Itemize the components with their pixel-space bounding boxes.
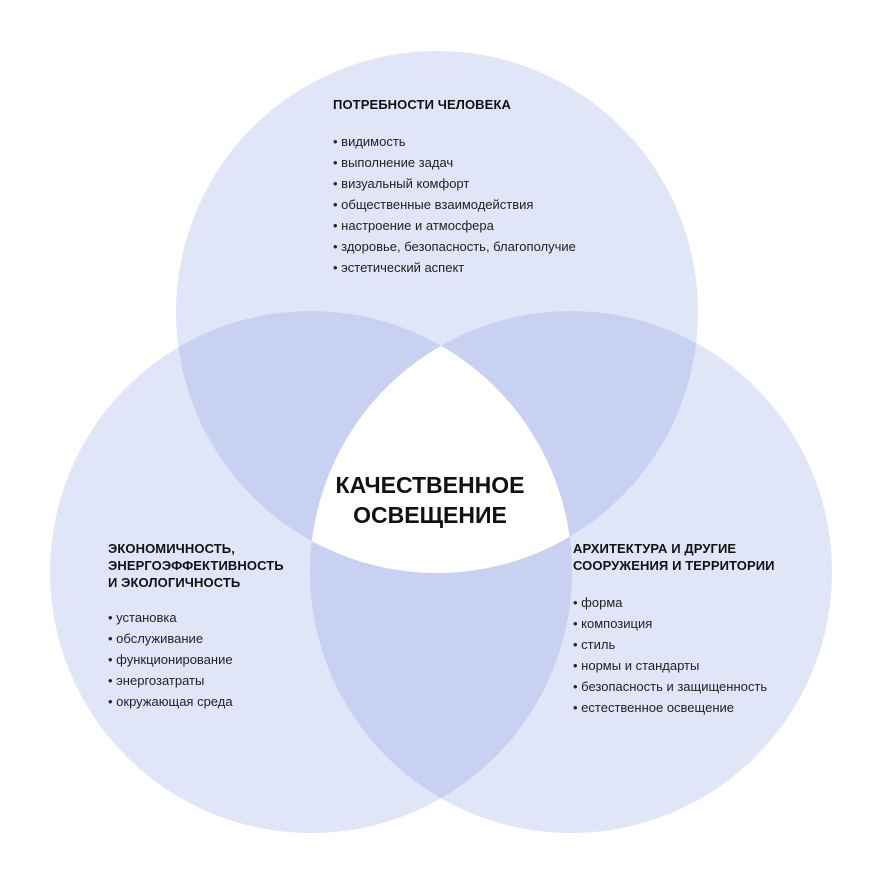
- list-item: естественное освещение: [573, 697, 775, 718]
- list-item: общественные взаимодействия: [333, 194, 576, 215]
- list-item: обслуживание: [108, 628, 284, 649]
- economy-list: установка обслуживание функционирование …: [108, 607, 284, 712]
- list-item: форма: [573, 592, 775, 613]
- economy-block: ЭКОНОМИЧНОСТЬ, ЭНЕРГОЭФФЕКТИВНОСТЬ И ЭКО…: [108, 540, 284, 712]
- list-item: здоровье, безопасность, благополучие: [333, 236, 576, 257]
- list-item: визуальный комфорт: [333, 173, 576, 194]
- list-item: энергозатраты: [108, 670, 284, 691]
- architecture-list: форма композиция стиль нормы и стандарты…: [573, 592, 775, 718]
- list-item: настроение и атмосфера: [333, 215, 576, 236]
- list-item: нормы и стандарты: [573, 655, 775, 676]
- list-item: безопасность и защищенность: [573, 676, 775, 697]
- human-needs-title: ПОТРЕБНОСТИ ЧЕЛОВЕКА: [333, 97, 511, 112]
- list-item: эстетический аспект: [333, 257, 576, 278]
- list-item: композиция: [573, 613, 775, 634]
- list-item: стиль: [573, 634, 775, 655]
- human-needs-list: видимость выполнение задач визуальный ко…: [333, 131, 576, 278]
- center-label: КАЧЕСТВЕННОЕ ОСВЕЩЕНИЕ: [335, 472, 525, 528]
- list-item: функционирование: [108, 649, 284, 670]
- list-item: установка: [108, 607, 284, 628]
- human-needs-block: ПОТРЕБНОСТИ ЧЕЛОВЕКА видимость выполнени…: [333, 96, 576, 278]
- architecture-title: АРХИТЕКТУРА И ДРУГИЕ СООРУЖЕНИЯ И ТЕРРИТ…: [573, 541, 775, 573]
- architecture-block: АРХИТЕКТУРА И ДРУГИЕ СООРУЖЕНИЯ И ТЕРРИТ…: [573, 540, 775, 718]
- list-item: видимость: [333, 131, 576, 152]
- economy-title: ЭКОНОМИЧНОСТЬ, ЭНЕРГОЭФФЕКТИВНОСТЬ И ЭКО…: [108, 541, 284, 590]
- list-item: выполнение задач: [333, 152, 576, 173]
- list-item: окружающая среда: [108, 691, 284, 712]
